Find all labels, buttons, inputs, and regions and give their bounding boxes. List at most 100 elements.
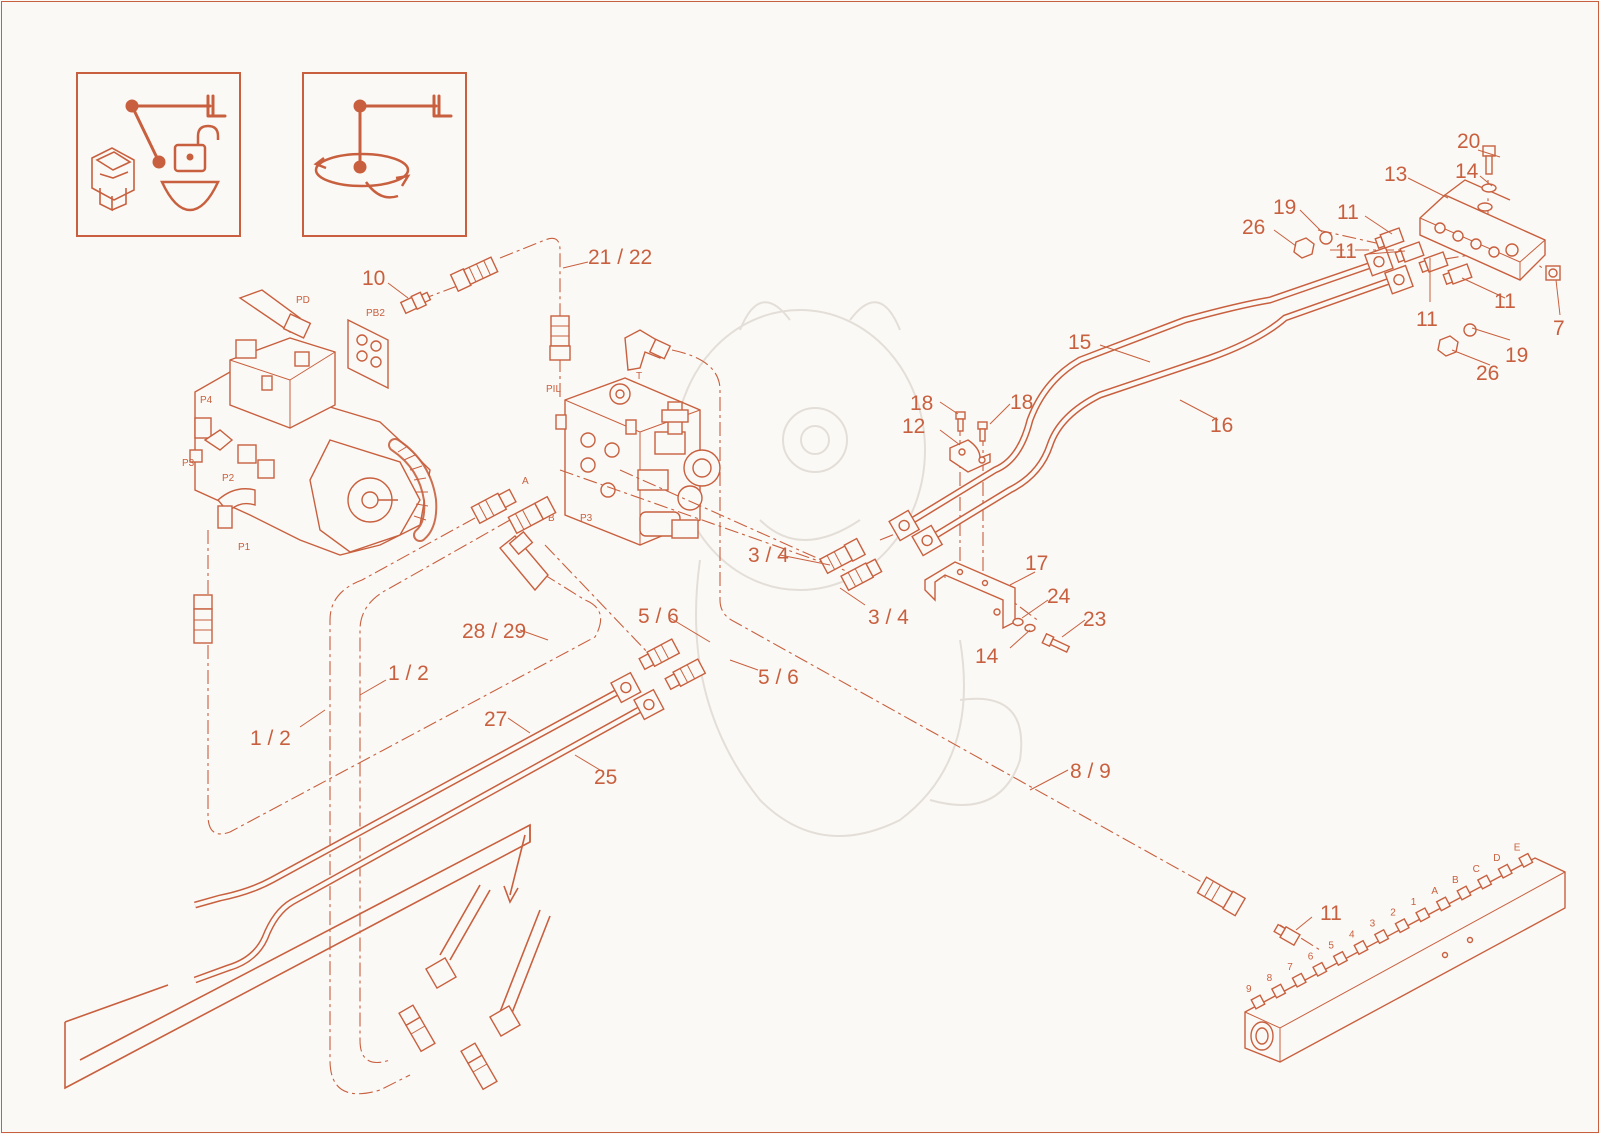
callout-11: 11 — [1335, 240, 1357, 263]
nuts-19-26 — [1293, 231, 1477, 357]
callout-7: 7 — [1553, 317, 1565, 340]
manifold-port-label: 2 — [1390, 908, 1396, 919]
callout-11: 11 — [1337, 201, 1359, 224]
callout-20: 20 — [1457, 130, 1480, 153]
port-label-pil: PIL — [546, 384, 561, 395]
manifold-port-fitting — [1250, 994, 1266, 1010]
boom-rotation-icon — [302, 72, 467, 237]
callout-25: 25 — [594, 766, 617, 789]
callout-19: 19 — [1505, 344, 1528, 367]
boom-section-outline — [64, 823, 531, 1090]
callout-3-4: 3 / 4 — [748, 544, 789, 567]
corrugated-hose — [388, 438, 438, 542]
manifold-port-fitting — [1518, 852, 1534, 869]
manifold-port-fitting — [1312, 961, 1328, 978]
manifold-port-label: 4 — [1349, 930, 1355, 941]
port-label-t: T — [636, 371, 642, 382]
manifold-port-label: 1 — [1411, 897, 1417, 908]
callout-14: 14 — [975, 645, 999, 668]
manifold-port-label: 6 — [1308, 951, 1314, 962]
washer-14 — [1481, 183, 1497, 193]
callout-12: 12 — [902, 415, 925, 438]
bracket-17 — [924, 561, 1016, 630]
watermark-creature — [674, 301, 1023, 837]
callout-19: 19 — [1273, 196, 1296, 219]
manifold-port-label: 7 — [1287, 962, 1293, 973]
port-label-p1: P1 — [238, 542, 251, 553]
manifold-port-fitting — [1270, 983, 1287, 999]
callout-28-29: 28 / 29 — [462, 620, 526, 643]
callout-18: 18 — [1010, 391, 1033, 414]
callout-23: 23 — [1083, 608, 1106, 631]
port-label-pb2: PB2 — [366, 308, 385, 319]
manifold-port-label: E — [1514, 842, 1521, 853]
manifold-port-fitting — [1332, 950, 1349, 967]
hose-fittings — [193, 256, 1301, 947]
manifold-port-label: 3 — [1370, 919, 1376, 930]
manifold-port-fitting — [1291, 972, 1307, 988]
clamp-12 — [949, 439, 991, 473]
detail-arrow — [503, 834, 526, 904]
pipes-15-16 — [888, 246, 1414, 557]
manifold-port-fitting — [1373, 928, 1390, 945]
port-label-a: A — [522, 476, 529, 487]
callout-11: 11 — [1494, 290, 1516, 313]
manifold-port-label: D — [1493, 853, 1500, 864]
manifold-port-fitting — [1476, 874, 1493, 890]
callout-26: 26 — [1242, 216, 1265, 239]
manifold-port-label: B — [1452, 875, 1459, 886]
manifold-port-fitting — [1435, 896, 1452, 912]
callout-14: 14 — [1455, 160, 1479, 183]
connection-lines — [207, 180, 1546, 1095]
manifold-port-fitting — [1497, 863, 1513, 879]
bolt-23 — [1041, 632, 1071, 653]
distribution-manifold — [1244, 857, 1566, 1063]
callout-5-6: 5 / 6 — [758, 666, 799, 689]
callout-10: 10 — [362, 267, 385, 290]
pipes-25-27 — [193, 671, 665, 984]
elbow-fitting-28-29 — [499, 530, 549, 592]
boom-lock-switch-icon — [76, 72, 241, 237]
screws-18 — [955, 411, 988, 442]
washer-24 — [1012, 617, 1024, 627]
port-label-pd: PD — [296, 295, 310, 306]
callout-8-9: 8 / 9 — [1070, 760, 1111, 783]
screw-20 — [1482, 145, 1496, 175]
callout-13: 13 — [1384, 163, 1407, 186]
manifold-port-label: 9 — [1246, 984, 1252, 995]
manifold-port-fitting — [1456, 885, 1472, 901]
washer-14b — [1024, 623, 1036, 633]
callout-1-2: 1 / 2 — [388, 662, 429, 685]
callout-16: 16 — [1210, 414, 1233, 437]
callout-11: 11 — [1416, 308, 1438, 331]
callout-21-22: 21 / 22 — [588, 246, 652, 269]
manifold-port-fitting — [1353, 939, 1369, 956]
callout-26: 26 — [1476, 362, 1499, 385]
pb2-plate — [347, 318, 389, 390]
callout-15: 15 — [1068, 331, 1091, 354]
hydraulic-pump-assembly — [189, 289, 438, 556]
manifold-port-label: A — [1431, 886, 1438, 897]
port-label-p3: P3 — [182, 458, 195, 469]
manifold-port-fitting — [1394, 917, 1410, 934]
leader-lines — [299, 149, 1561, 931]
callout-5-6: 5 / 6 — [638, 605, 679, 628]
manifold-port-label: 5 — [1328, 940, 1334, 951]
port-label-b: B — [548, 513, 555, 524]
manifold-port-fitting — [1415, 907, 1431, 923]
plug-7 — [1545, 265, 1561, 281]
callout-11: 11 — [1320, 902, 1342, 925]
callout-24: 24 — [1047, 585, 1071, 608]
port-label-p3-valve: P3 — [580, 513, 593, 524]
manifold-port-label: 8 — [1267, 973, 1273, 984]
manifold-block-13 — [1419, 179, 1546, 281]
port-label-p4: P4 — [200, 395, 213, 406]
callout-17: 17 — [1025, 552, 1048, 575]
callout-3-4: 3 / 4 — [868, 606, 909, 629]
detail-hoses — [398, 884, 551, 1091]
callout-1-2: 1 / 2 — [250, 727, 291, 750]
